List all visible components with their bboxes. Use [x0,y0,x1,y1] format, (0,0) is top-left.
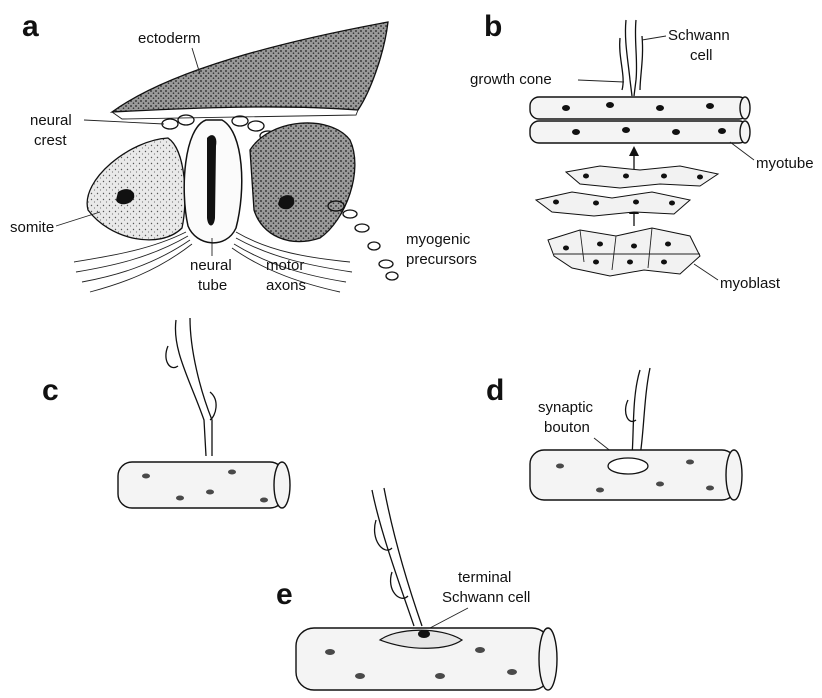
panel-d-letter: d [486,374,504,407]
panel-c: c [42,318,290,508]
label-myogenic-line2: precursors [406,251,477,268]
label-myogenic-line1: myogenic [406,231,471,248]
label-motor-axons-line1: motor [266,257,304,274]
label-schwann-line1: Schwann [668,27,730,44]
axon-with-schwann-cell [620,20,643,96]
label-schwann-line2: cell [690,47,713,64]
label-terminal-line2: Schwann cell [442,589,530,606]
somite-right [250,123,355,242]
label-terminal-line1: terminal [458,569,511,586]
label-myotube: myotube [756,155,814,172]
label-neural-crest-line1: neural [30,112,72,129]
label-neural-tube-line2: tube [198,277,227,294]
myoblast-cluster [548,228,700,276]
label-synaptic-line2: bouton [544,419,590,436]
label-neural-tube-line1: neural [190,257,232,274]
growth-cone-axon-c [166,318,216,456]
label-myoblast: myoblast [720,275,781,292]
neural-tube-lumen [207,135,216,225]
panel-b-letter: b [484,10,502,43]
panel-a: a ectode [10,10,477,294]
panel-b: b Schwann cell growth cone myotube [470,10,814,292]
panel-c-letter: c [42,374,59,407]
somite-left [87,138,185,240]
panel-e: e terminal Schwann cell [276,488,557,690]
muscle-fiber-c [118,462,290,508]
panel-d: d synaptic bouton [486,368,742,500]
label-somite: somite [10,219,54,236]
myotube-lower [530,121,750,143]
label-ectoderm: ectoderm [138,30,201,47]
axon-d [626,368,650,456]
panel-a-letter: a [22,10,39,43]
panel-e-letter: e [276,578,293,611]
label-synaptic-line1: synaptic [538,399,594,416]
label-growth-cone: growth cone [470,71,552,88]
muscle-fiber-d [530,450,742,500]
label-motor-axons-line2: axons [266,277,306,294]
myotube-upper [530,97,750,119]
label-neural-crest-line2: crest [34,132,67,149]
fusing-myoblasts [536,166,718,216]
axon-e [372,488,422,626]
muscle-fiber-e [296,628,557,690]
synaptic-bouton [608,458,648,474]
